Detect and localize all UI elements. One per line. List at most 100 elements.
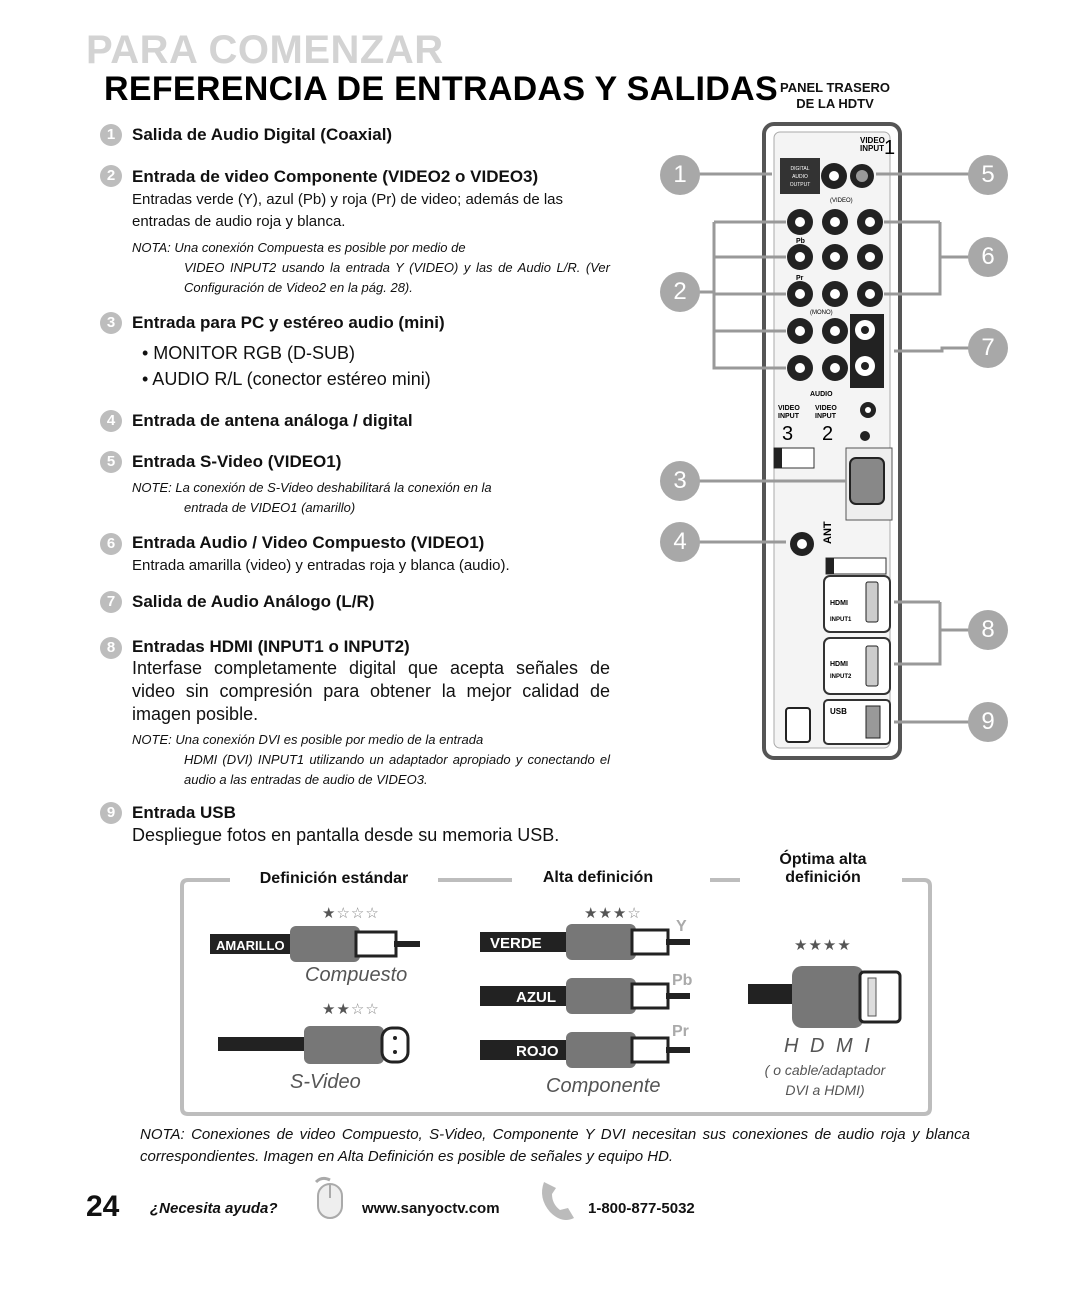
star-filled-icon: ★ (822, 937, 838, 954)
star-filled-icon: ★ (584, 905, 599, 922)
digital-audio-block (780, 158, 820, 194)
item-note: NOTA: Una conexión Compuesta es posible … (132, 238, 610, 298)
svg-text:3: 3 (782, 423, 793, 445)
svg-text:INPUT1: INPUT1 (830, 617, 852, 623)
hdmi-dvi-audio-tag (825, 557, 887, 575)
item-number: 6 (100, 533, 122, 555)
phone-icon (542, 1182, 574, 1220)
hdmi-caption: H D M I (784, 1035, 873, 1057)
phone-number[interactable]: 1-800-877-5032 (588, 1200, 695, 1217)
component-caption: Componente (546, 1075, 661, 1097)
component-jacks (787, 209, 883, 381)
star-empty-icon: ☆ (350, 905, 366, 922)
star-filled-icon: ★ (598, 905, 613, 922)
callout-4: 4 (660, 522, 700, 562)
svg-text:OUTPUT: OUTPUT (790, 182, 811, 188)
category-best-line2: definición (785, 869, 861, 886)
item-title: Salida de Audio Análogo (L/R) (132, 592, 375, 611)
category-high: Alta definición (518, 869, 678, 887)
quality-frame (180, 878, 932, 1116)
vga-connector (849, 457, 885, 505)
item-number: 2 (100, 165, 122, 187)
item-number: 4 (100, 410, 122, 432)
note-prefix: NOTA: Una conexión Compuesta es posible … (132, 240, 466, 255)
star-filled-icon: ★ (322, 1001, 337, 1018)
category-best: Óptima alta definición (744, 851, 902, 887)
svg-text:USB: USB (830, 707, 847, 716)
note-rest: VIDEO INPUT2 usando la entrada Y (VIDEO)… (184, 260, 610, 295)
star-filled-icon: ★ (794, 937, 809, 954)
note-prefix: NOTE: La conexión de S-Video deshabilita… (132, 480, 492, 495)
category-best-line1: Óptima alta (779, 851, 867, 868)
item-number: 8 (100, 637, 122, 659)
bottom-note: NOTA: Conexiones de video Compuesto, S-V… (140, 1126, 970, 1165)
component-label-red: ROJO (516, 1043, 559, 1060)
item-number: 3 (100, 312, 122, 334)
item-number: 7 (100, 591, 122, 613)
component-tag-pb: Pb (672, 972, 693, 989)
note-prefix: NOTE: Una conexión DVI es posible por me… (132, 732, 484, 747)
section-heading: PARA COMENZAR (86, 28, 444, 72)
component-label-green: VERDE (490, 935, 542, 952)
star-empty-icon: ☆ (365, 905, 380, 922)
note-rest: entrada de VIDEO1 (amarillo) (184, 500, 356, 515)
svg-text:INPUT: INPUT (860, 144, 884, 153)
star-empty-icon: ☆ (350, 1001, 366, 1018)
svg-text:(VIDEO): (VIDEO) (830, 198, 853, 204)
website-link[interactable]: www.sanyoctv.com (362, 1200, 500, 1217)
mouse-icon (314, 1176, 343, 1219)
component-tag-pr: Pr (672, 1023, 689, 1040)
item-number: 5 (100, 451, 122, 473)
panel-label: PANEL TRASERO DE LA HDTV (740, 80, 930, 112)
item-title: Entrada Audio / Video Compuesto (VIDEO1) (132, 533, 485, 552)
star-filled-icon: ★ (336, 1001, 351, 1018)
svg-text:INPUT: INPUT (815, 413, 837, 420)
stars-composite: ★☆☆☆ (322, 904, 380, 922)
hdmi-sub1: ( o cable/adaptador (764, 1062, 886, 1078)
svg-text:AUDIO: AUDIO (792, 174, 808, 180)
composite-label: AMARILLO (216, 938, 285, 953)
svg-text:Pb: Pb (796, 238, 805, 245)
callout-8: 8 (968, 610, 1008, 650)
callout-7: 7 (968, 328, 1008, 368)
svg-text:(MONO): (MONO) (810, 310, 833, 316)
bullet-item: • AUDIO R/L (conector estéreo mini) (142, 369, 431, 389)
item-title: Entrada de video Componente (VIDEO2 o VI… (132, 167, 539, 186)
item-title: Entrada de antena análoga / digital (132, 411, 413, 430)
item-title: Entrada USB (132, 803, 236, 822)
item-note: NOTE: La conexión de S-Video deshabilita… (132, 478, 610, 518)
stars-hdmi: ★★★★ (794, 936, 852, 954)
hdmi-cable (748, 966, 902, 1028)
callout-lines (696, 172, 984, 724)
panel-label-line1: PANEL TRASERO (779, 80, 891, 95)
item-title: Salida de Audio Digital (Coaxial) (132, 125, 393, 144)
bullet-item: • MONITOR RGB (D-SUB) (142, 343, 355, 363)
star-empty-icon: ☆ (365, 1001, 380, 1018)
stars-svideo: ★★☆☆ (322, 1000, 380, 1018)
svg-text:1: 1 (884, 137, 895, 159)
component-cables: VERDE AZUL ROJO (480, 924, 690, 1068)
star-empty-icon: ☆ (336, 905, 351, 922)
composite-cable: AMARILLO (210, 926, 420, 962)
item-note: NOTE: Una conexión DVI es posible por me… (132, 730, 610, 790)
callout-5: 5 (968, 155, 1008, 195)
item-title: Entrada para PC y estéreo audio (mini) (132, 313, 445, 332)
svg-text:AUDIO: AUDIO (810, 391, 833, 398)
svg-text:Pr: Pr (796, 275, 804, 282)
page-title: REFERENCIA DE ENTRADAS Y SALIDAS (104, 70, 778, 108)
callout-2: 2 (660, 272, 700, 312)
star-filled-icon: ★ (837, 937, 852, 954)
hdmi-sub2: DVI a HDMI) (785, 1082, 865, 1098)
star-filled-icon: ★ (808, 937, 823, 954)
star-filled-icon: ★ (322, 905, 337, 922)
note-rest: HDMI (DVI) INPUT1 utilizando un adaptado… (184, 752, 610, 787)
callout-9: 9 (968, 702, 1008, 742)
video-input1-label: VIDEO (860, 136, 885, 145)
digital-audio-label: DIGITAL (790, 166, 809, 172)
item-text: Entrada amarilla (video) y entradas roja… (132, 557, 510, 574)
callout-3: 3 (660, 461, 700, 501)
svg-text:VIDEO: VIDEO (778, 405, 800, 412)
panel-label-line2: DE LA HDTV (796, 96, 874, 111)
svg-text:HDMI: HDMI (830, 661, 848, 668)
item-title: Entradas HDMI (INPUT1 o INPUT2) (132, 637, 410, 656)
